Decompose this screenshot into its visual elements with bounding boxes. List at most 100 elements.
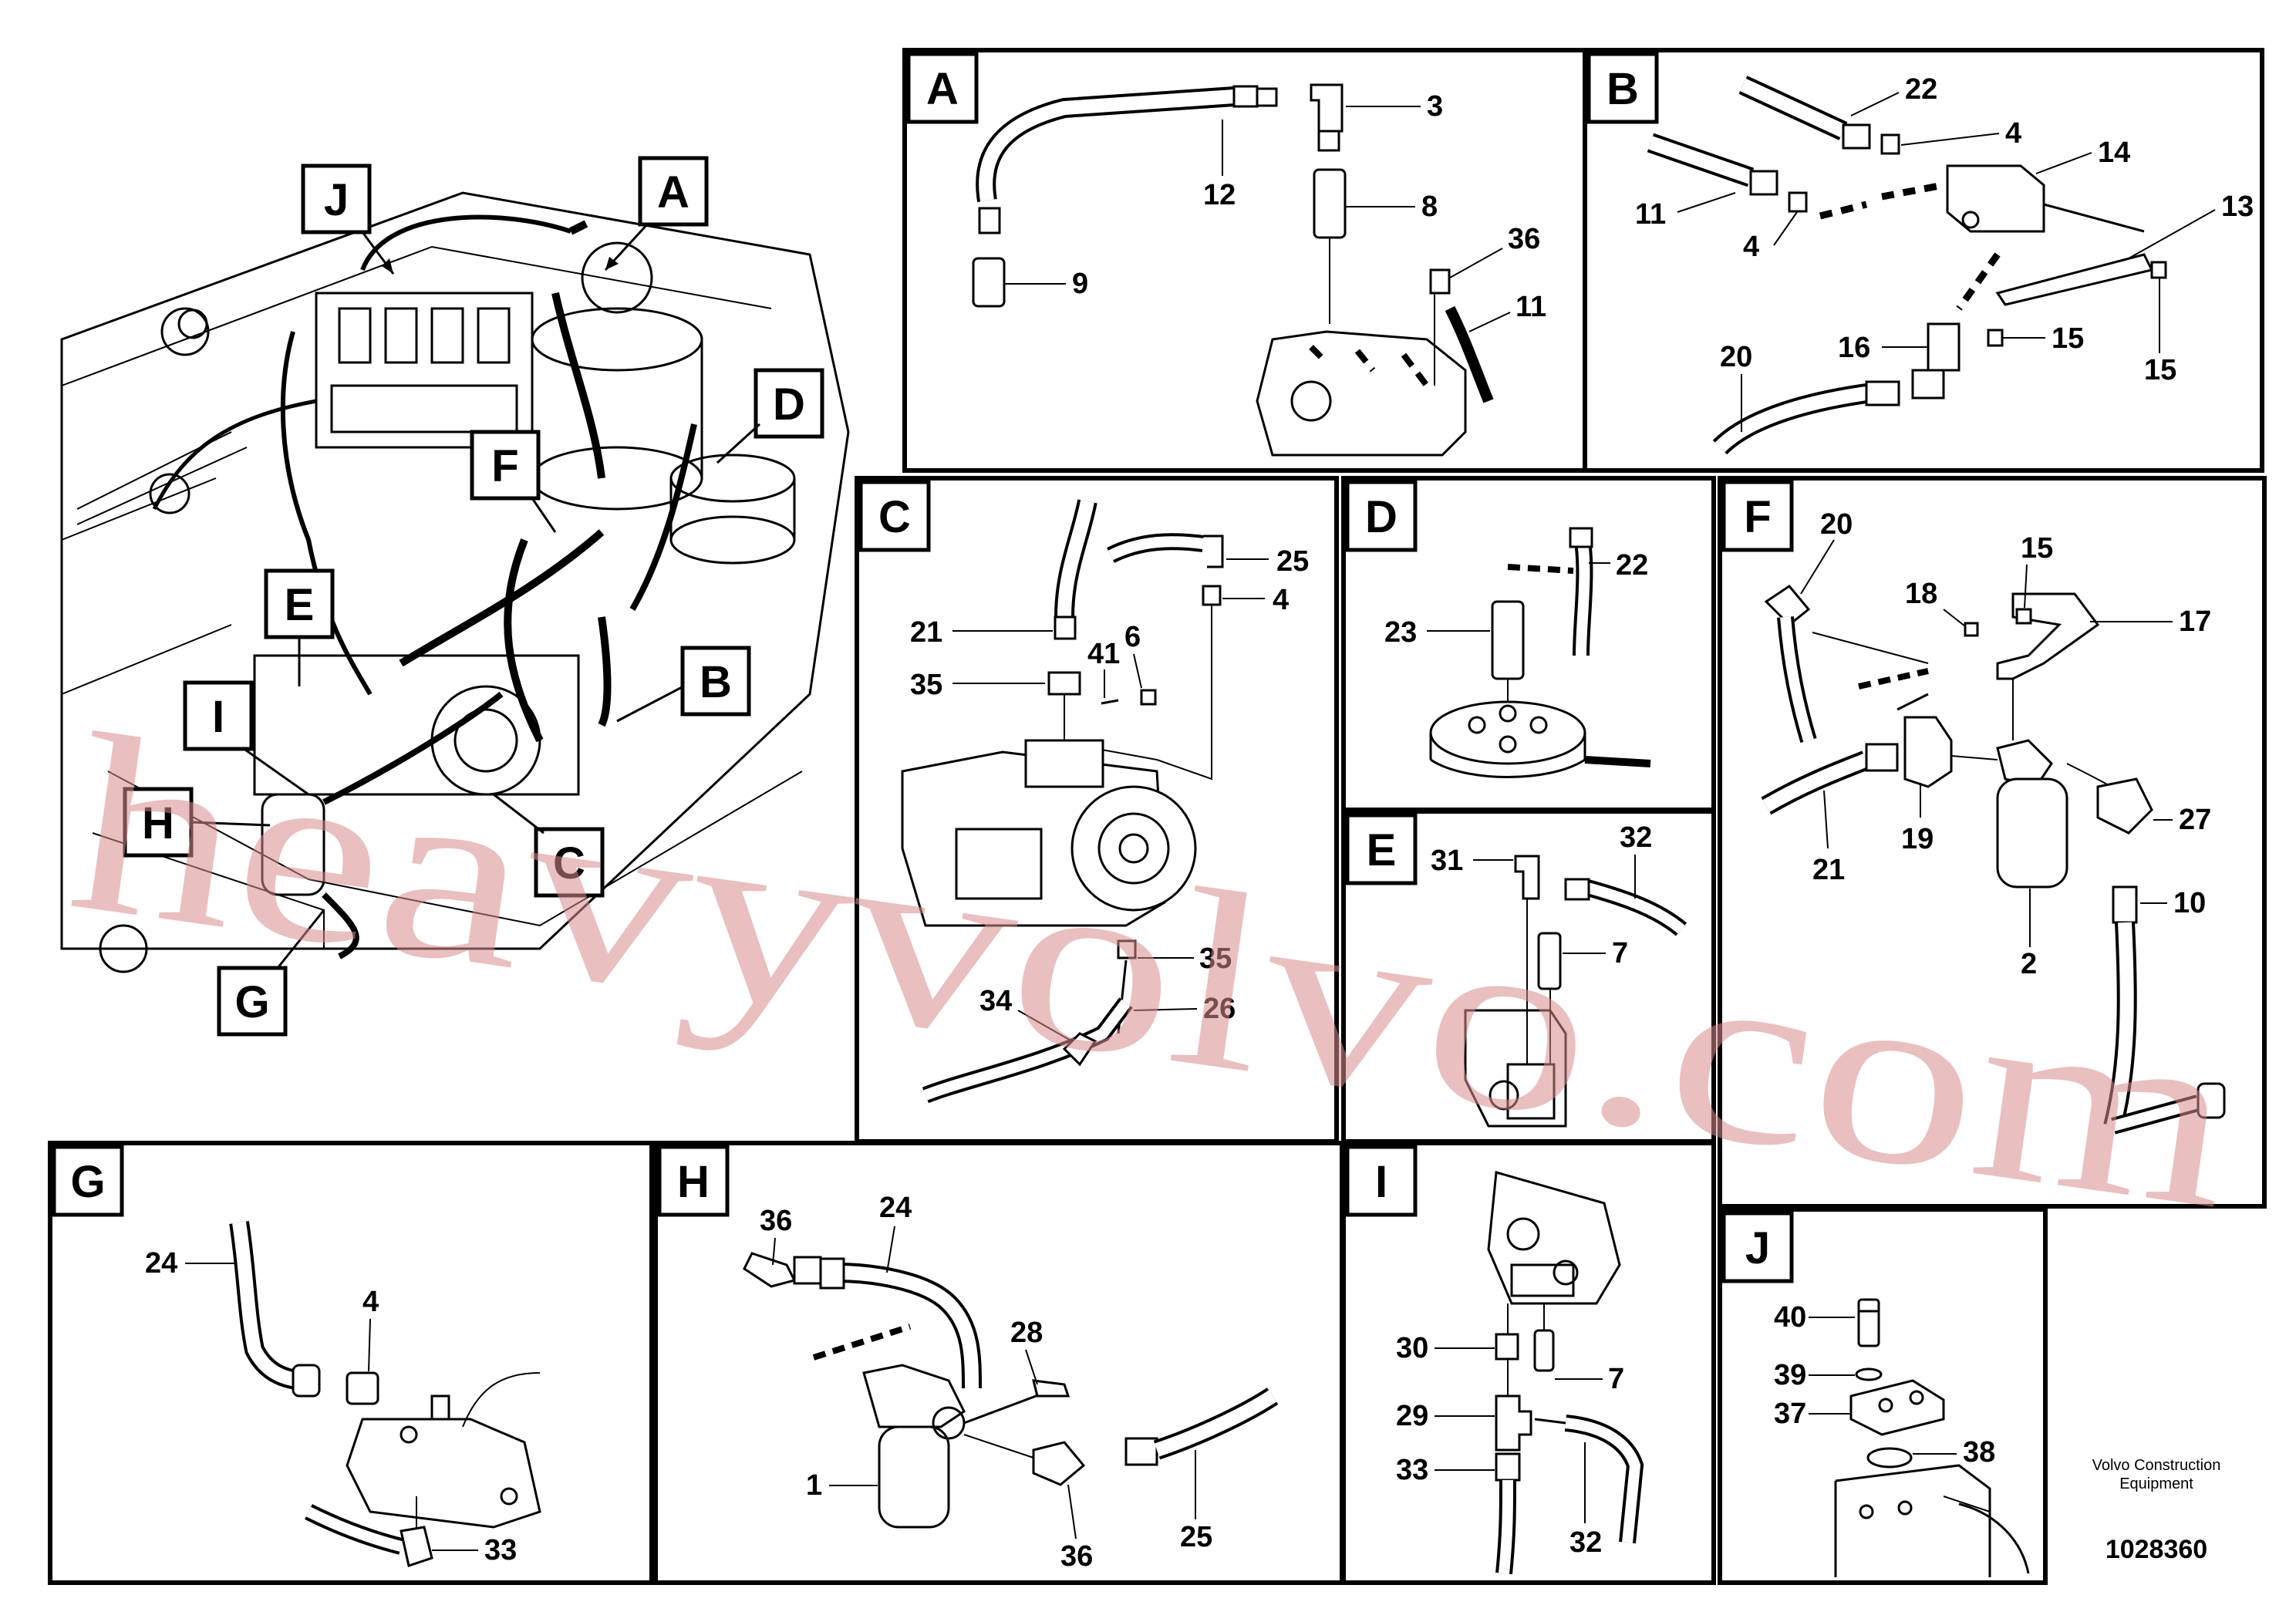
panel-frames [48,48,2267,1585]
panel-i-part-29: 29 [1396,1400,1428,1432]
panel-f-drawing [1761,585,2226,1135]
panel-f-part-21: 21 [1812,854,1845,886]
callout-i-label: I [212,692,224,742]
panel-c-part-35b: 35 [1199,943,1232,975]
callout-b[interactable]: B [616,646,751,723]
callout-f-label: F [491,441,518,491]
panel-h-part-numbers: 36 24 28 1 36 25 [760,1192,1212,1573]
panel-i-part-30: 30 [1396,1332,1428,1364]
footer: Volvo Construction Equipment 1028360 [2092,1457,2221,1564]
panel-h-part-36: 36 [760,1205,792,1237]
callout-d-label: D [773,379,805,430]
panel-i-part-7: 7 [1608,1363,1624,1395]
callout-c[interactable]: C [493,793,605,898]
panel-b-part-numbers: 22 4 14 11 4 13 16 15 20 15 [1635,73,2254,432]
panel-a-part-36: 36 [1508,223,1540,255]
panel-h-part-25: 25 [1180,1521,1212,1553]
panel-j-part-37: 37 [1774,1398,1806,1430]
panel-i-part-33: 33 [1396,1454,1428,1486]
panel-b-part-16: 16 [1838,332,1870,364]
panel-f-part-18: 18 [1905,578,1937,610]
document-number: 1028360 [2106,1535,2207,1564]
panel-a-frame [902,48,1587,473]
panel-i-drawing [1487,1171,1644,1575]
panel-h-label: H [677,1157,710,1207]
panel-b-label: B [1607,64,1639,114]
panel-h-part-1: 1 [806,1469,822,1502]
panel-d-part-22: 22 [1616,549,1648,582]
panel-j-part-numbers: 40 39 37 38 [1774,1301,1995,1469]
panel-f-part-2: 2 [2021,948,2037,980]
panel-g-part-numbers: 24 4 33 [145,1247,517,1566]
panel-a-drawing [972,83,1494,457]
panel-g-part-4: 4 [362,1286,379,1318]
panel-f-part-15: 15 [2021,532,2053,565]
panel-j-part-39: 39 [1774,1359,1806,1391]
panel-f-part-numbers: 20 15 18 17 27 19 21 10 2 [1800,508,2211,980]
panel-j-part-38: 38 [1963,1436,1995,1469]
panel-i-part-32: 32 [1569,1526,1602,1559]
panel-g-part-24: 24 [145,1247,177,1280]
panel-h-part-24: 24 [879,1192,912,1224]
panel-h-part-36b: 36 [1060,1540,1093,1573]
panel-a-part-3: 3 [1427,90,1443,123]
callout-e[interactable]: E [264,568,335,686]
panel-b-part-15b: 15 [2144,354,2176,386]
panel-b-part-4b: 4 [1743,231,1759,263]
panel-i-frame [1341,1141,1716,1585]
callout-a[interactable]: A [604,156,709,271]
callout-b-label: B [700,657,732,707]
panel-a-part-numbers: 3 12 8 36 9 11 [1005,90,1546,332]
panel-b-frame [1583,48,2264,473]
panel-c-part-25: 25 [1276,545,1309,578]
panel-d-part-numbers: 22 23 [1384,549,1648,649]
callout-j-label: J [324,175,349,225]
callout-i[interactable]: I [183,680,309,796]
panel-g-frame [48,1141,654,1585]
panel-b-part-20: 20 [1720,341,1752,373]
callout-f[interactable]: F [470,430,557,533]
callout-h[interactable]: H [123,787,271,858]
panel-a-part-8: 8 [1421,191,1438,223]
panel-i-part-numbers: 30 7 29 33 32 [1396,1332,1624,1559]
credit-line-2: Equipment [2119,1475,2193,1492]
panel-g-part-33: 33 [484,1534,517,1566]
panel-a-part-11: 11 [1515,291,1546,323]
callout-e-label: E [285,580,315,630]
callout-d[interactable]: D [716,368,824,464]
panel-j-part-40: 40 [1774,1301,1806,1334]
panel-b-part-11: 11 [1635,198,1666,231]
panel-c-part-6: 6 [1124,621,1141,653]
panel-a-part-9: 9 [1072,268,1088,300]
panel-b-part-14: 14 [2098,137,2130,169]
panel-c-part-35: 35 [910,669,942,701]
panel-h-part-28: 28 [1010,1317,1043,1349]
panel-e-part-31: 31 [1431,845,1463,877]
panel-c-part-41: 41 [1087,638,1120,670]
credit-line-1: Volvo Construction [2092,1457,2221,1474]
panel-b-drawing [1647,76,2167,455]
panel-h-drawing [743,1252,1279,1529]
callout-j[interactable]: J [301,164,395,275]
panel-c-part-numbers: 25 4 21 41 6 35 35 34 26 [910,545,1309,1042]
panel-j-frame [1718,1207,2048,1585]
panel-h-frame [653,1141,1344,1585]
panel-f-part-27: 27 [2179,804,2211,836]
panel-b-part-15: 15 [2052,322,2084,355]
panel-c-drawing [901,499,1224,1104]
panel-f-part-17: 17 [2179,605,2211,638]
panel-e-part-7: 7 [1612,937,1628,969]
panel-c-label: C [878,492,911,542]
panel-e-drawing [1464,855,1687,1128]
panel-b-part-4: 4 [2005,117,2021,150]
panel-g-drawing [229,1221,541,1567]
overview-callouts: J A D F E B [123,156,824,1037]
panel-f-frame [1718,476,2267,1209]
panel-j-drawing [1834,1298,2030,1577]
callout-g[interactable]: G [217,909,325,1037]
panel-i-label: I [1375,1157,1387,1207]
callout-h-label: H [142,798,174,848]
callout-a-label: A [657,167,689,218]
panel-f-label: F [1744,492,1771,542]
panel-c-part-4: 4 [1273,584,1289,616]
